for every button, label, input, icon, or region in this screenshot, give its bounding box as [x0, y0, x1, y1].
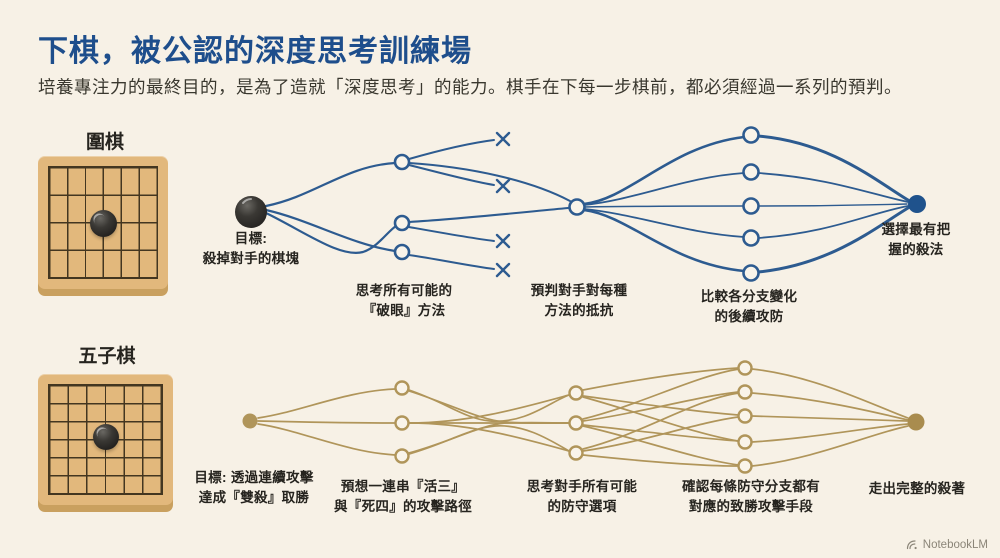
- go-step2-label: 預判對手對每種 方法的抵抗: [530, 283, 628, 318]
- gomoku-final-label: 走出完整的殺著: [868, 481, 966, 496]
- go-merge-node: [568, 198, 586, 216]
- notebooklm-logo-icon: [906, 540, 917, 550]
- page-subtitle: 培養專注力的最終目的，是為了造就「深度思考」的能力。棋手在下每一步棋前，都必須經…: [38, 77, 902, 97]
- go-board-stone: [90, 210, 117, 237]
- gomoku-defense-node: [568, 445, 584, 461]
- gomoku-step2-label: 思考對手所有可能 的防守選項: [526, 479, 638, 514]
- go-start-stone: [235, 196, 267, 228]
- go-step1-label: 思考所有可能的 『破眼』方法: [355, 283, 453, 318]
- gomoku-branch-node: [737, 458, 753, 474]
- gomoku-final-node: [907, 413, 925, 431]
- gomoku-option-node: [394, 380, 410, 396]
- gomoku-branch-node: [737, 434, 753, 450]
- go-branch-node: [742, 163, 760, 181]
- brand-footer: NotebookLM: [906, 539, 988, 551]
- go-option-node: [393, 243, 411, 261]
- gomoku-step3-label: 確認每條防守分支都有 對應的致勝攻擊手段: [682, 479, 820, 514]
- go-final-node: [908, 195, 926, 213]
- gomoku-option-node: [394, 448, 410, 464]
- x-mark-icon: [495, 178, 511, 194]
- gomoku-defense-node: [568, 385, 584, 401]
- gomoku-board-label: 五子棋: [78, 346, 136, 367]
- go-branch-node: [742, 264, 760, 282]
- gomoku-board: [38, 374, 173, 505]
- x-mark-icon: [495, 233, 511, 249]
- gomoku-start-node: [242, 413, 258, 429]
- gomoku-tree-nodes: [242, 360, 925, 474]
- gomoku-defense-node: [568, 415, 584, 431]
- go-branch-node: [742, 229, 760, 247]
- page-title: 下棋，被公認的深度思考訓練場: [38, 35, 472, 68]
- gomoku-tree-edges: [257, 367, 909, 467]
- gomoku-branch-node: [737, 360, 753, 376]
- gomoku-option-node: [394, 415, 410, 431]
- rejected-x-icons: [495, 131, 511, 278]
- gomoku-step1-label: 預想一連串『活三』 與『死四』的攻擊路徑: [334, 479, 472, 514]
- go-start-label: 目標: 殺掉對手的棋塊: [202, 231, 300, 266]
- gomoku-branch-node: [737, 408, 753, 424]
- go-option-node: [393, 153, 411, 171]
- gomoku-board-stone: [93, 424, 119, 450]
- go-branch-node: [742, 126, 760, 144]
- go-board: [38, 156, 168, 289]
- gomoku-start-label: 目標: 透過連續攻擊 達成『雙殺』取勝: [194, 470, 314, 505]
- go-branch-node: [742, 197, 760, 215]
- go-tree-edges: [264, 134, 910, 274]
- go-step3-label: 比較各分支變化 的後續攻防: [700, 289, 798, 324]
- go-final-label: 選擇最有把 握的殺法: [881, 222, 951, 257]
- go-option-node: [393, 214, 411, 232]
- brand-label: NotebookLM: [922, 539, 988, 551]
- x-mark-icon: [495, 131, 511, 147]
- gomoku-branch-node: [737, 384, 753, 400]
- go-board-label: 圍棋: [85, 132, 124, 153]
- go-tree-nodes: [235, 126, 926, 282]
- x-mark-icon: [495, 262, 511, 278]
